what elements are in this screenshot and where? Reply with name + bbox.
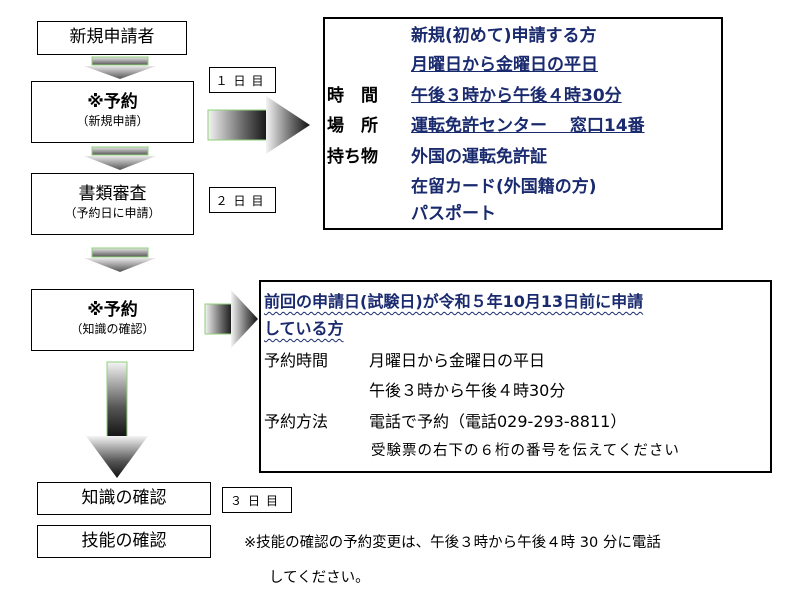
footnote-line1: ※技能の確認の予約変更は、午後３時から午後４時 30 分に電話 — [244, 535, 661, 551]
step-reservation-new-sub: （新規申請） — [76, 114, 149, 129]
step-reservation-knowledge-title: ※予約 — [87, 299, 138, 320]
weekday-schedule: 月曜日から金曜日の平日 — [411, 55, 598, 75]
knowledge-reservation-panel: 前回の申請日(試験日)が令和５年10月13日前に申請 している方 予約時間 月曜… — [259, 280, 772, 473]
step-document-review-title: 書類審査 — [78, 183, 147, 204]
arrow-right-1 — [207, 96, 310, 154]
reservation-method-note: 受験票の右下の６桁の番号を伝えてください — [371, 443, 680, 459]
time-label: 時 間 — [327, 86, 378, 106]
new-applicant-info-panel: 新規(初めて)申請する方 月曜日から金曜日の平日 時 間 午後３時から午後４時3… — [323, 17, 723, 230]
step-reservation-knowledge-sub: （知識の確認） — [70, 322, 155, 337]
step-skill-check: 技能の確認 — [37, 525, 211, 558]
step-skill-check-label: 技能の確認 — [81, 530, 167, 551]
new-applicant-heading: 新規(初めて)申請する方 — [411, 26, 597, 46]
reservation-time-hours: 午後３時から午後４時30分 — [369, 381, 566, 400]
reservation-time-label: 予約時間 — [264, 351, 329, 370]
step-reservation-new: ※予約 （新規申請） — [31, 81, 194, 143]
footnote-line2: してください。 — [269, 570, 370, 586]
step-knowledge-check: 知識の確認 — [37, 482, 211, 515]
step-document-review-sub: （予約日に申請） — [64, 206, 161, 221]
connector-2 — [84, 146, 156, 170]
place-value: 運転免許センター 窓口14番 — [411, 116, 645, 136]
item-passport: パスポート — [411, 204, 496, 224]
step-knowledge-check-label: 知識の確認 — [81, 487, 167, 508]
reservation-method-phone: 電話で予約（電話029-293-8811） — [369, 412, 627, 431]
step-new-applicant-label: 新規申請者 — [69, 27, 155, 48]
step-reservation-knowledge: ※予約 （知識の確認） — [31, 289, 194, 351]
day-2-label: ２日目 — [209, 187, 276, 213]
time-value: 午後３時から午後４時30分 — [411, 86, 622, 106]
place-label: 場 所 — [327, 116, 378, 136]
item-foreign-license: 外国の運転免許証 — [411, 147, 547, 167]
knowledge-heading-line2: している方 — [264, 319, 344, 338]
step-reservation-new-title: ※予約 — [87, 91, 138, 112]
reservation-method-label: 予約方法 — [264, 412, 329, 431]
day-1-label: １日目 — [209, 67, 276, 93]
arrow-down-large — [86, 361, 148, 478]
step-new-applicant: 新規申請者 — [37, 21, 187, 55]
knowledge-heading-line1: 前回の申請日(試験日)が令和５年10月13日前に申請 — [264, 292, 644, 311]
reservation-time-days: 月曜日から金曜日の平日 — [369, 351, 546, 370]
connector-3 — [84, 247, 156, 272]
item-residence-card: 在留カード(外国籍の方) — [411, 177, 597, 197]
items-label: 持ち物 — [327, 147, 378, 167]
step-document-review: 書類審査 （予約日に申請） — [31, 173, 194, 235]
day-3-label: ３日目 — [222, 487, 292, 513]
arrow-right-2 — [204, 290, 258, 348]
connector-1 — [84, 56, 156, 79]
